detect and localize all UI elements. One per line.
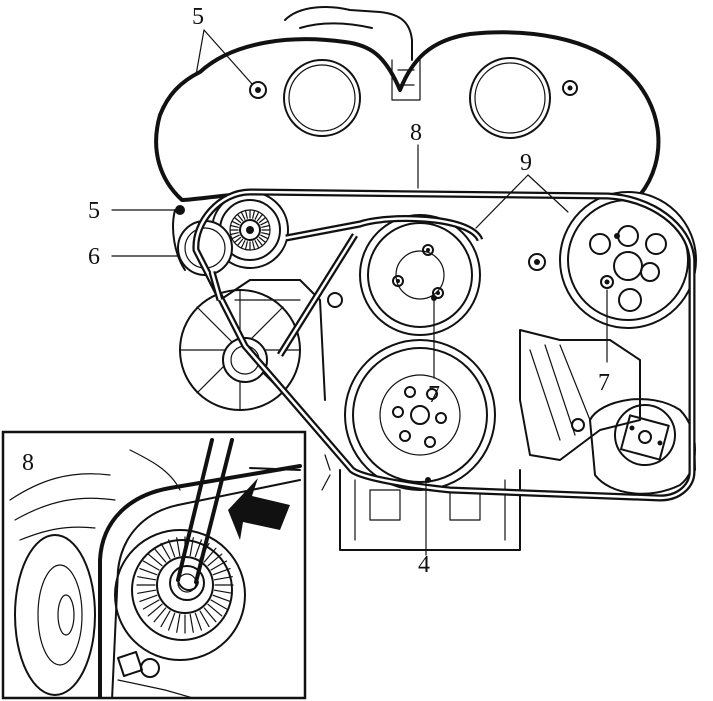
pulley-rib (207, 603, 223, 617)
callout-8-top: 8 (410, 120, 422, 146)
pulley-rib (229, 224, 239, 228)
leader-lines (111, 29, 608, 556)
pulley-rib (261, 224, 271, 228)
callout-7-mid: 7 (428, 382, 440, 408)
pulley-rib (139, 567, 158, 576)
inset-detail-tensioner: 8 (1, 430, 307, 700)
pulley-rib (213, 576, 233, 581)
pulley-rib (244, 241, 248, 251)
pulley-rib (260, 220, 269, 226)
pulley-rib (147, 603, 163, 617)
pulley-rib (229, 232, 239, 236)
pulley-rib (207, 553, 223, 567)
pulley-rib (142, 599, 160, 610)
pulley-rib (212, 594, 231, 603)
inset-callout-8: 8 (22, 450, 34, 476)
callout-9: 9 (520, 150, 532, 176)
pulley-rib (252, 241, 256, 251)
pulley-rib (176, 613, 181, 633)
pulley-rib (233, 216, 242, 224)
power-steering-pulley (559, 191, 697, 329)
pulley-rib (189, 537, 194, 557)
pulley-rib (160, 610, 171, 628)
pulley-rib (168, 539, 176, 558)
pulley-rib (153, 547, 167, 563)
callout-6: 6 (88, 244, 100, 270)
ac-compressor (589, 398, 696, 495)
pulley-rib (194, 539, 202, 558)
poly-v-belt (192, 188, 696, 502)
pulley-rib (168, 612, 176, 631)
pulley-rib (176, 537, 181, 557)
pulley-rib (139, 594, 158, 603)
timing-cover (154, 6, 661, 202)
pulley-rib (203, 607, 217, 623)
callout-7-right: 7 (598, 370, 610, 396)
pulley-rib (137, 589, 157, 594)
pulley-rib (147, 553, 163, 567)
crankshaft-pulley (344, 339, 496, 491)
pulley-rib (254, 211, 260, 220)
pulley-rib (261, 232, 271, 236)
pulley-rib (236, 213, 244, 222)
pulley-rib (203, 547, 217, 563)
pulley-rib (210, 599, 228, 610)
pulley-rib (233, 236, 242, 244)
pulley-rib (252, 209, 256, 219)
alternator-pulley (179, 289, 301, 411)
pulley-rib (142, 560, 160, 571)
pulley-rib (254, 240, 260, 249)
callout-5-top: 5 (192, 4, 204, 30)
pulley-rib (240, 240, 246, 249)
pulley-rib (231, 220, 240, 226)
pulley-rib (160, 542, 171, 560)
pulley-rib (236, 238, 244, 247)
pulley-rib (212, 567, 231, 576)
pulley-rib (260, 234, 269, 240)
pulley-rib (256, 213, 264, 222)
pulley-rib (210, 560, 228, 571)
callout-4: 4 (418, 552, 430, 578)
pulley-rib (258, 216, 267, 224)
pulley-rib (194, 612, 202, 631)
pulley-rib (231, 234, 240, 240)
pulley-rib (258, 236, 267, 244)
pulley-rib (137, 576, 157, 581)
pulley-rib (256, 238, 264, 247)
callout-5-left: 5 (88, 198, 100, 224)
pulley-rib (244, 209, 248, 219)
pulley-rib (153, 607, 167, 623)
pulley-rib (240, 211, 246, 220)
pulley-rib (213, 589, 233, 594)
pulley-rib (189, 613, 194, 633)
pulley-rib (199, 610, 210, 628)
water-pump-pulley (359, 214, 481, 336)
